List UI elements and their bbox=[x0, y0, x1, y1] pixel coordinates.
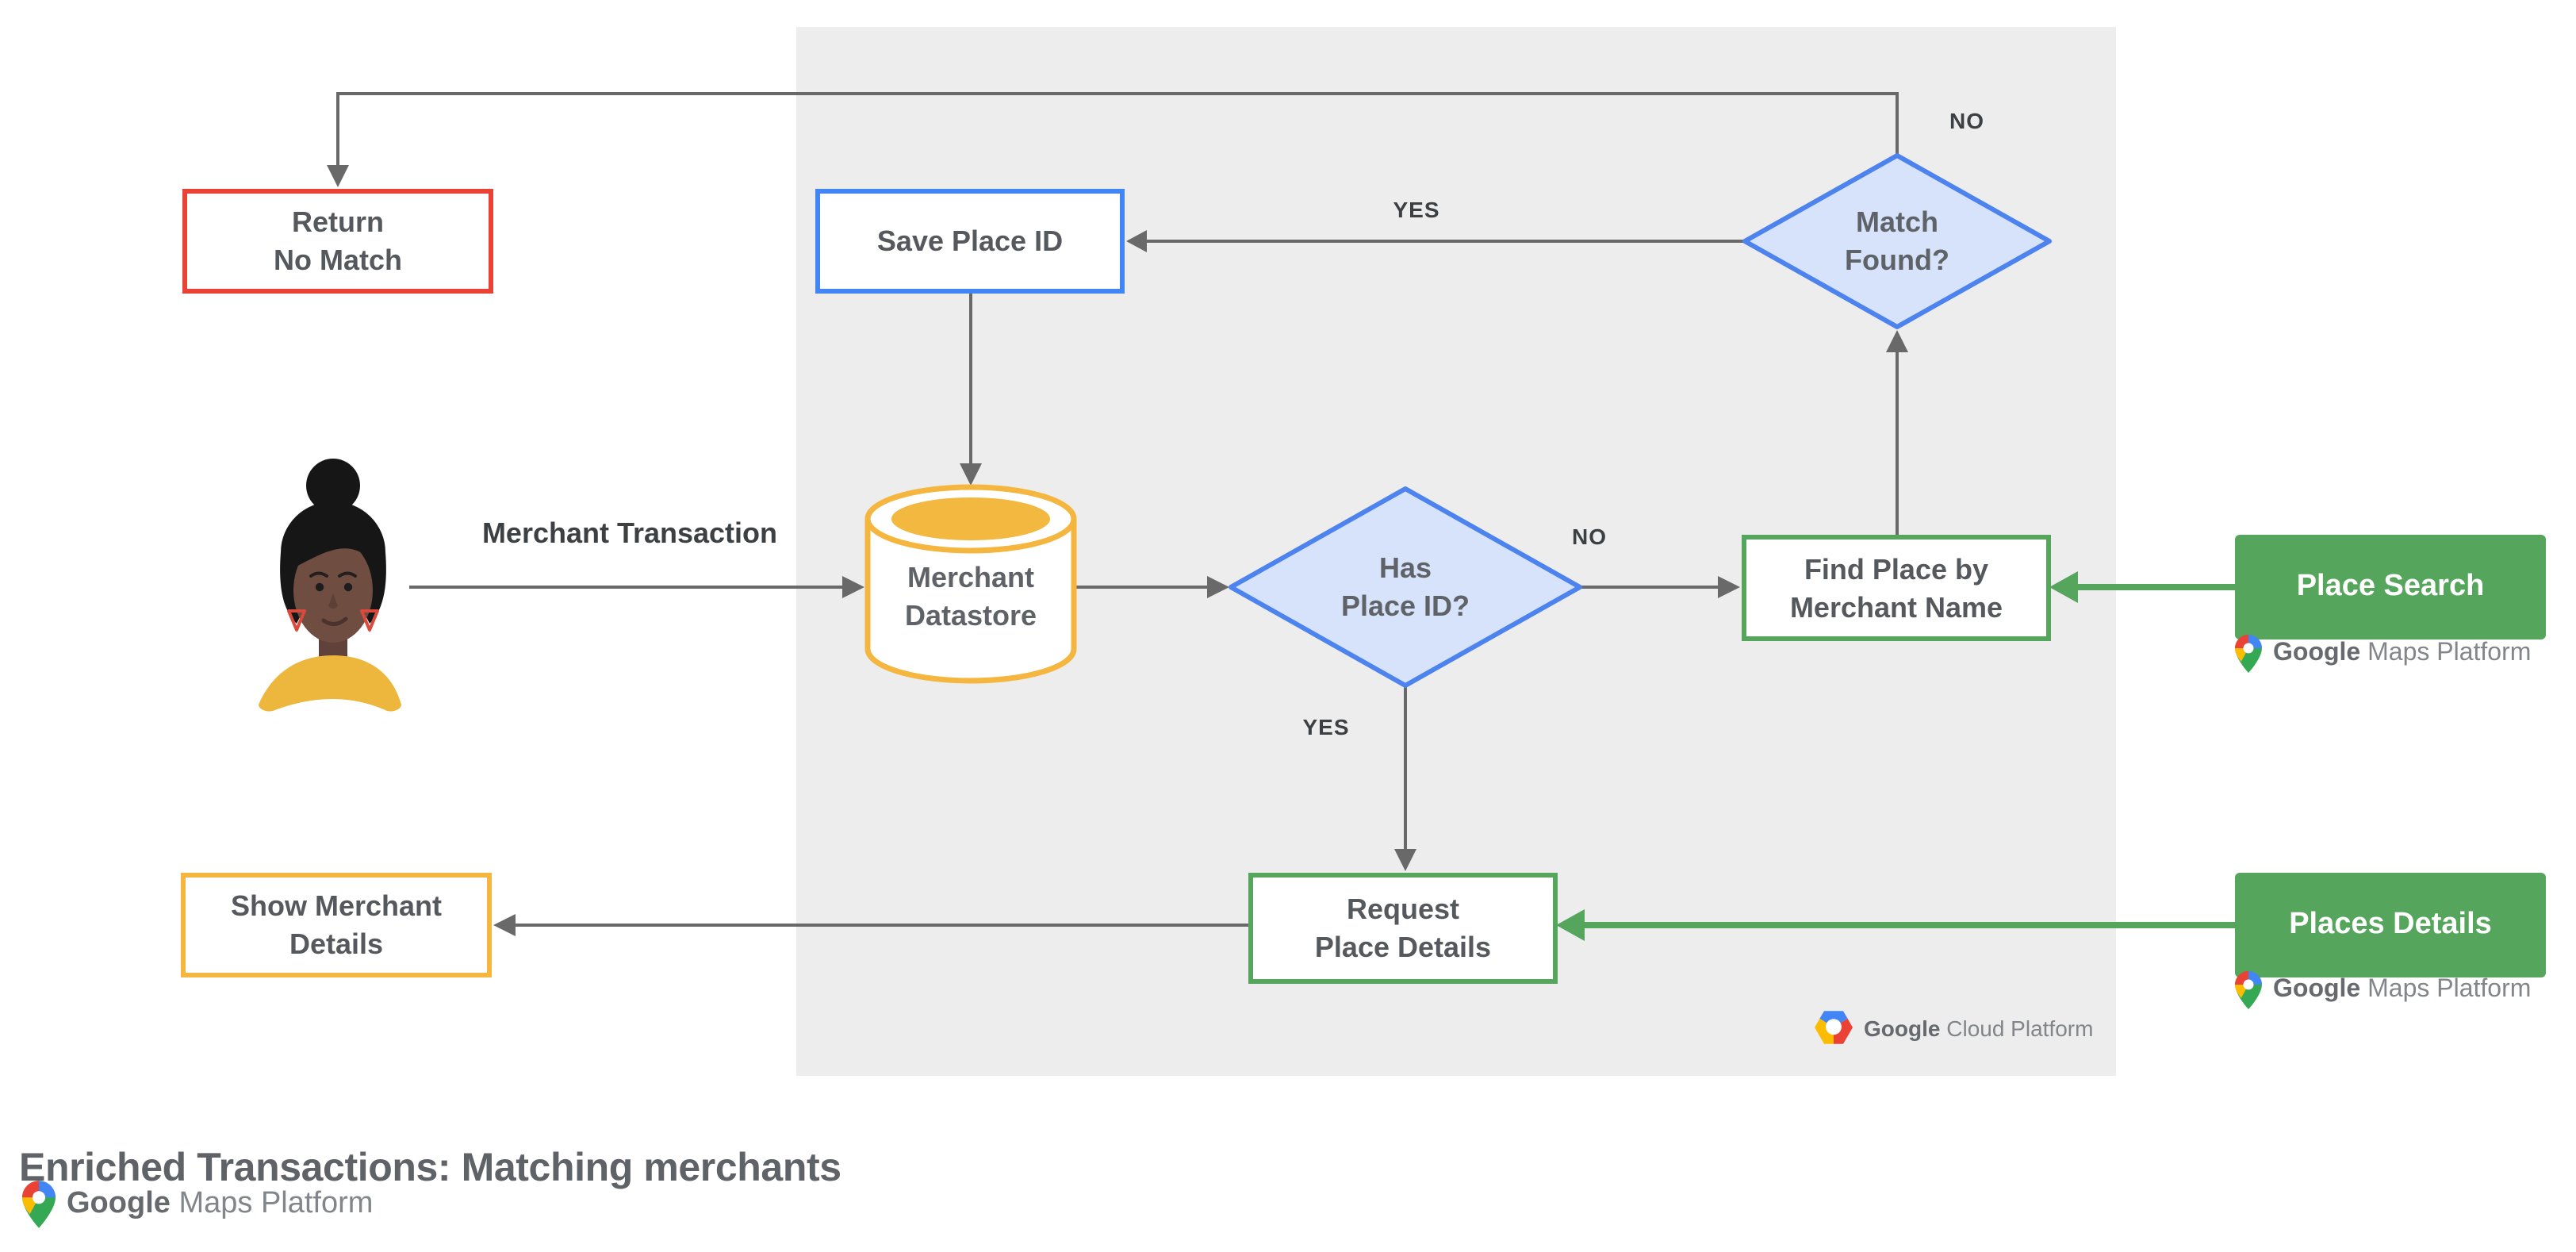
node-label-line: Show Merchant bbox=[230, 890, 442, 922]
arrowhead-into-matchfound bbox=[1886, 330, 1908, 352]
avatar-earring-right bbox=[360, 609, 379, 632]
arrowhead-into-save bbox=[1126, 230, 1147, 252]
diamond-label-line: Match bbox=[1855, 206, 1938, 238]
avatar-brow-left bbox=[309, 571, 328, 578]
arrowhead-into-datastore-left bbox=[842, 576, 864, 598]
arrowhead-into-hasplaceid bbox=[1207, 576, 1229, 598]
maps-pin-icon bbox=[22, 1181, 56, 1228]
merchant-transaction-label: Merchant Transaction bbox=[481, 517, 778, 549]
avatar-mouth bbox=[321, 616, 348, 626]
show-merchant-details-node: Show Merchant Details bbox=[181, 873, 492, 977]
gcp-product-word: Cloud Platform bbox=[1940, 1015, 2094, 1040]
gmp-logo-footer: Google Maps Platform bbox=[22, 1181, 373, 1228]
node-label-line: Details bbox=[289, 928, 384, 960]
node-label-line: Place Details bbox=[1314, 931, 1492, 963]
avatar-earring-left bbox=[287, 609, 306, 632]
node-label-line: Save Place ID bbox=[876, 225, 1064, 257]
cloud-hexagon-icon bbox=[1815, 1011, 1853, 1044]
node-label-line: Request bbox=[1346, 893, 1459, 925]
merchant-datastore-label: Merchant Datastore bbox=[868, 559, 1074, 635]
arrowhead-green-findplace bbox=[2049, 571, 2078, 603]
avatar-face bbox=[293, 538, 373, 643]
api-label: Place Search bbox=[2296, 570, 2485, 603]
request-place-details-node: Request Place Details bbox=[1248, 873, 1558, 984]
no-label-hasplaceid: NO bbox=[1572, 524, 1607, 549]
return-no-match-node: Return No Match bbox=[182, 189, 493, 294]
cylinder-label-line: Datastore bbox=[904, 600, 1037, 632]
gmp-logo-places-details: Google Maps Platform bbox=[2235, 971, 2531, 1009]
save-place-id-node: Save Place ID bbox=[815, 189, 1125, 294]
gmp-product-word: Maps Platform bbox=[2360, 976, 2532, 1003]
cylinder-top-fill bbox=[891, 497, 1050, 540]
api-label: Places Details bbox=[2289, 908, 2492, 941]
yes-label-hasplaceid: YES bbox=[1302, 714, 1350, 739]
gmp-google-word: Google bbox=[67, 1187, 171, 1220]
avatar-fringe bbox=[293, 524, 373, 568]
gmp-logo-text: Google Maps Platform bbox=[2273, 976, 2531, 1004]
maps-pin-icon bbox=[2235, 635, 2262, 673]
avatar-hair-bun bbox=[306, 459, 360, 513]
arrowhead-into-show bbox=[493, 914, 516, 936]
avatar-shirt bbox=[259, 655, 401, 712]
match-found-label: Match Found? bbox=[1745, 203, 2049, 279]
place-search-api-node: Place Search bbox=[2235, 535, 2546, 639]
find-place-node: Find Place by Merchant Name bbox=[1742, 535, 2051, 641]
gmp-logo-text: Google Maps Platform bbox=[2273, 639, 2531, 668]
gmp-product-word: Maps Platform bbox=[170, 1187, 374, 1220]
gmp-logo-text: Google Maps Platform bbox=[67, 1187, 373, 1222]
diamond-label-line: Place ID? bbox=[1340, 590, 1470, 622]
match-found-diamond bbox=[1742, 153, 2052, 329]
cylinder-label-line: Merchant bbox=[907, 562, 1034, 593]
arrowhead-into-findplace bbox=[1718, 576, 1740, 598]
avatar-eye-right bbox=[343, 582, 353, 592]
node-label-line: Merchant Name bbox=[1789, 591, 2003, 623]
gcp-google-word: Google bbox=[1864, 1015, 1941, 1040]
node-label-line: Return bbox=[292, 206, 384, 238]
arrowhead-into-request bbox=[1394, 849, 1416, 871]
avatar-nose bbox=[328, 593, 338, 609]
arrowhead-into-return bbox=[327, 165, 349, 187]
has-place-id-diamond bbox=[1229, 486, 1582, 688]
gcp-logo-text: Google Cloud Platform bbox=[1864, 1015, 2093, 1040]
green-arrowheads bbox=[1556, 571, 2078, 941]
gray-connectors bbox=[336, 92, 1899, 927]
yes-label-matchfound: YES bbox=[1393, 197, 1440, 222]
node-label-line: Find Place by bbox=[1804, 553, 1989, 585]
diamond-label-line: Found? bbox=[1845, 244, 1949, 276]
node-label-line: No Match bbox=[274, 244, 402, 276]
gmp-product-word: Maps Platform bbox=[2360, 639, 2532, 666]
avatar-eye-left bbox=[315, 582, 324, 592]
diamond-label-line: Has bbox=[1378, 552, 1432, 584]
gray-arrowheads bbox=[327, 165, 1908, 936]
no-label-matchfound: NO bbox=[1949, 108, 1984, 133]
diagram-title: Enriched Transactions: Matching merchant… bbox=[19, 1146, 841, 1190]
places-details-api-node: Places Details bbox=[2235, 873, 2546, 977]
cylinder-body bbox=[864, 519, 1077, 684]
gmp-google-word: Google bbox=[2273, 639, 2361, 666]
arrowhead-into-datastore-top bbox=[960, 463, 982, 486]
avatar-brow-right bbox=[338, 571, 357, 578]
merchant-datastore-cylinder bbox=[864, 484, 1077, 684]
gmp-google-word: Google bbox=[2273, 976, 2361, 1003]
has-place-id-label: Has Place ID? bbox=[1231, 549, 1580, 625]
gmp-logo-place-search: Google Maps Platform bbox=[2235, 635, 2531, 673]
arrowhead-green-request bbox=[1556, 909, 1585, 941]
merchant-person-avatar bbox=[259, 459, 401, 712]
maps-pin-icon bbox=[2235, 971, 2262, 1009]
green-connectors bbox=[1581, 584, 2235, 928]
gcp-logo: Google Cloud Platform bbox=[1815, 1011, 2093, 1044]
edge-no-return bbox=[336, 92, 1899, 165]
